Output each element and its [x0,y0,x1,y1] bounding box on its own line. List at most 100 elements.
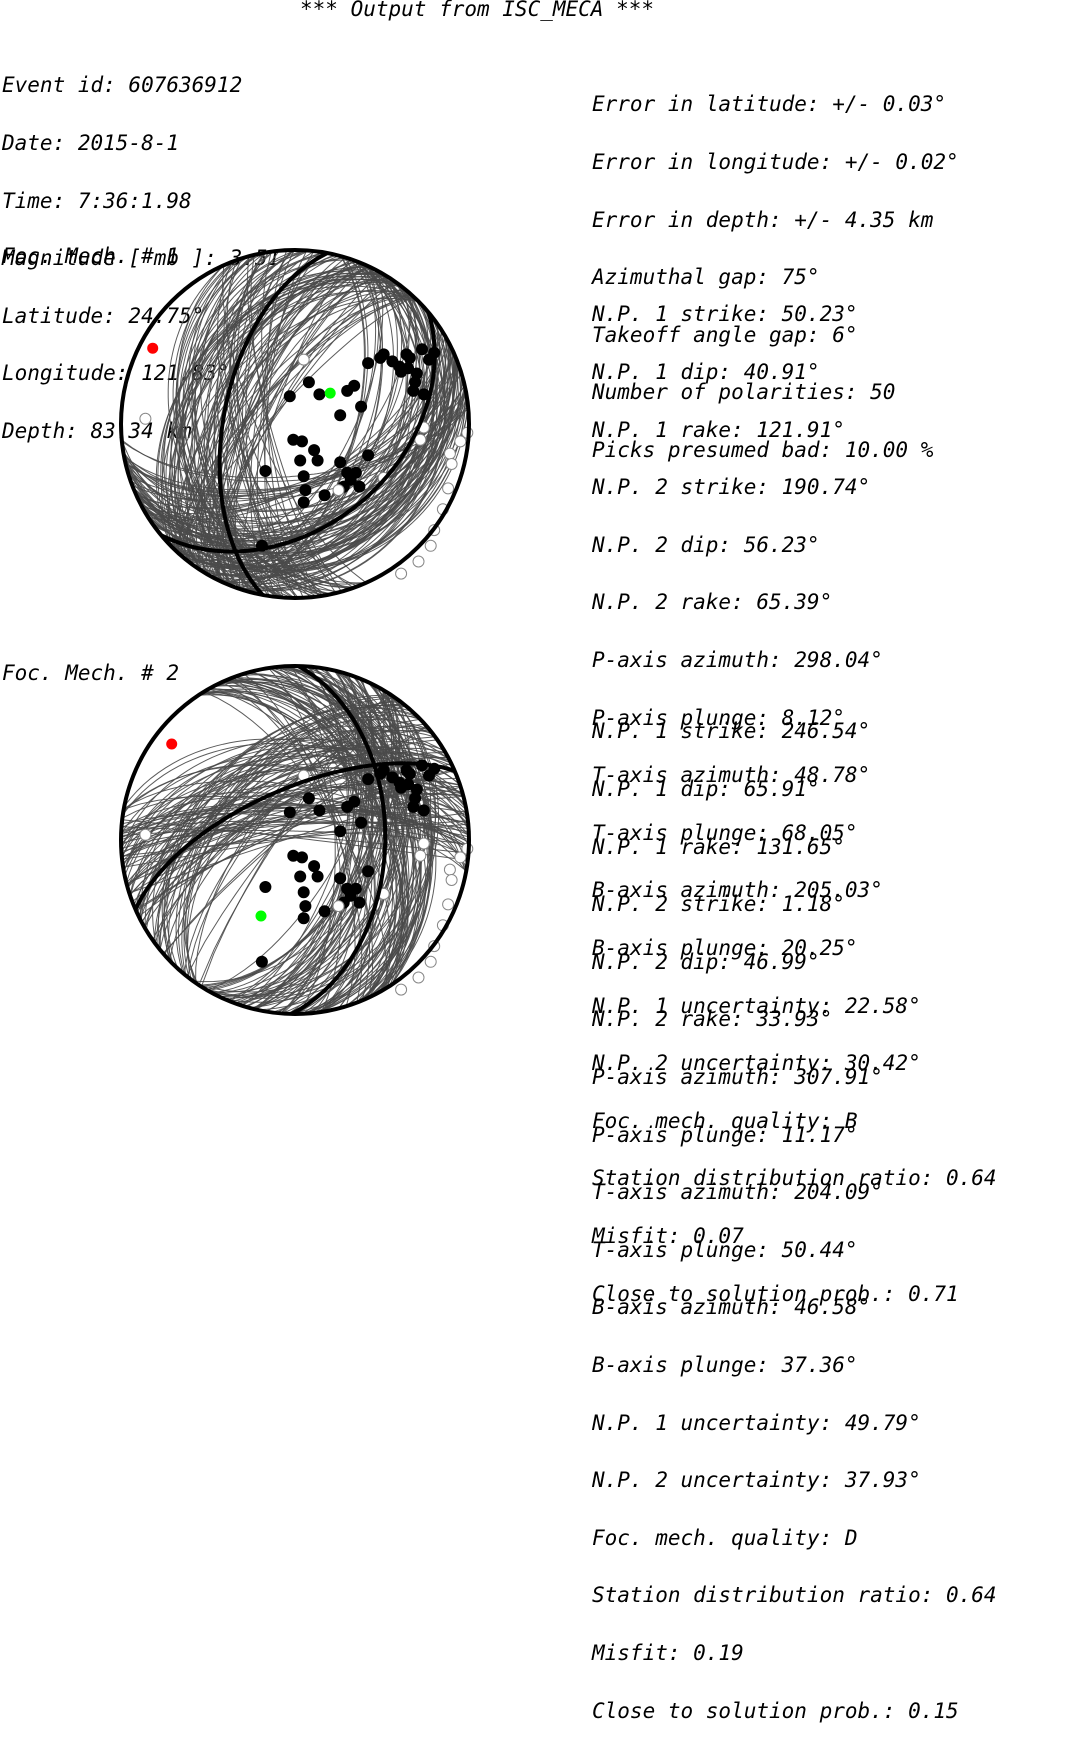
compression-station [255,955,268,968]
acceptable-plane [236,674,434,1005]
event-time: Time: 7:36:1.98 [2,188,192,213]
param-row: N.P. 1 uncertainty: 22.58° [592,993,921,1018]
acceptable-plane [121,408,469,554]
dilatation-station [395,567,408,580]
acceptable-plane [253,670,362,1010]
dilatation-station [417,837,430,850]
acceptable-plane [246,256,342,592]
acceptable-plane [167,297,419,547]
param-row: Foc. mech. quality: D [592,1525,858,1550]
compression-station [313,804,326,817]
dilatation-station [443,863,456,876]
param-row: N.P. 2 rake: 65.39° [592,590,833,615]
param-row: B-axis azimuth: 205.03° [592,878,883,903]
event-latitude: Latitude: 24.75° [2,303,205,328]
dilatation-station [424,955,437,968]
acceptable-plane [175,255,342,593]
page-title: *** Output from ISC_MECA *** [300,0,655,21]
acceptable-plane [144,336,446,518]
compression-station [395,781,408,794]
acceptable-plane [138,763,452,917]
event-date: Date: 2015-8-1 [2,131,180,155]
compression-station [400,764,413,777]
azimuthal-gap: Azimuthal gap: 75° [592,265,820,290]
event-magnitude: Magnitude [ mb ]: 3.51 [2,246,281,271]
acceptable-plane [198,691,419,986]
compression-station [362,773,375,786]
compression-station [348,379,361,392]
acceptable-plane [208,272,382,576]
acceptable-plane [165,278,401,563]
acceptable-plane [161,276,399,564]
acceptable-plane [234,257,346,591]
param-row: N.P. 1 strike: 50.23° [592,302,858,327]
acceptable-plane [173,269,378,578]
compression-station [308,444,321,457]
acceptable-plane [203,691,403,989]
p-axis-marker [166,738,178,750]
param-row: B-axis azimuth: 46.58° [592,1295,871,1320]
dilatation-station [414,433,427,446]
acceptable-plane [177,704,406,975]
compression-station [355,400,368,413]
nodal-planes [160,251,437,597]
acceptable-plane [135,768,455,912]
compression-station [416,343,428,356]
param-row: T-axis azimuth: 204.09° [592,1180,883,1205]
acceptable-plane [287,666,373,1014]
acceptable-plane [167,289,414,553]
compression-station [302,792,315,805]
compression-station [297,470,310,483]
param-row: Station distribution ratio: 0.64 [592,1583,997,1608]
dilatation-station [332,900,345,913]
acceptable-plane [221,681,374,998]
acceptable-plane [232,252,327,596]
compression-station [311,870,324,883]
acceptable-plane [276,666,395,1014]
acceptable-plane [185,272,381,576]
param-row: N.P. 1 dip: 65.91° [592,777,820,801]
acceptable-plane [225,679,407,1000]
param-row: N.P. 2 dip: 46.99° [592,949,820,974]
acceptable-plane [144,335,446,521]
acceptable-plane [256,250,315,598]
acceptable-plane [161,290,419,547]
compression-station [362,449,375,462]
acceptable-plane [207,250,297,598]
acceptable-plane [155,285,419,547]
acceptable-plane [122,820,468,860]
acceptable-plane [144,752,446,928]
acceptable-plane [255,670,368,1010]
dilatation-station [445,458,458,470]
mechanism-1-label: Foc. Mech. # 1 [2,244,180,268]
acceptable-plane [238,258,352,589]
compression-station [334,409,347,422]
dilatation-station [445,874,458,886]
dilatation-station [454,851,467,864]
compression-station [259,465,272,477]
param-row: B-axis plunge: 37.36° [592,1352,858,1377]
param-row: P-axis plunge: 11.17° [592,1122,858,1147]
event-id: Event id: 607636912 [2,73,243,98]
acceptable-plane [223,264,367,583]
param-row: T-axis plunge: 68.05° [592,820,858,845]
compression-station [302,376,315,389]
acceptable-plane [222,265,367,584]
acceptable-plane [250,251,322,597]
dilatation-station [443,447,456,460]
dilatation-station [139,828,152,841]
acceptable-plane [233,676,394,1003]
number-of-polarities: Number of polarities: 50 [592,380,896,405]
compression-station [259,881,272,893]
param-row: N.P. 2 strike: 1.18° [592,892,845,917]
mechanism-2-params: N.P. 1 strike: 246.54° N.P. 1 dip: 65.91… [592,684,997,1740]
compression-station [395,365,408,378]
acceptable-plane [232,261,446,592]
dilatation-station [412,555,425,568]
param-row: N.P. 1 rake: 131.65° [592,834,845,859]
beachball-1 [119,248,474,600]
dilatation-station [139,412,152,425]
compression-station [353,480,366,493]
param-row: P-axis azimuth: 307.91° [592,1064,883,1089]
acceptable-plane [121,821,469,852]
